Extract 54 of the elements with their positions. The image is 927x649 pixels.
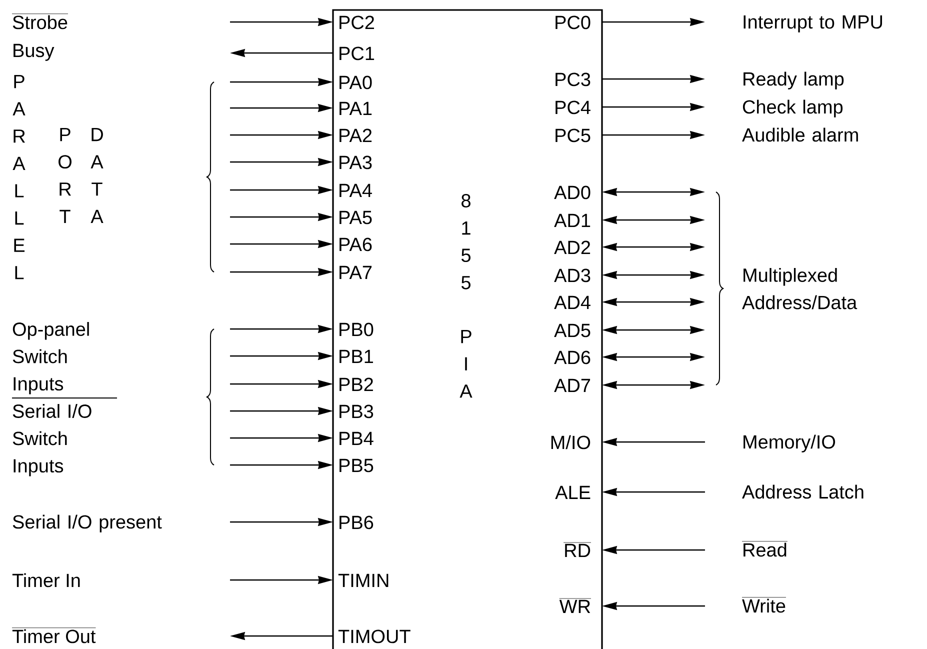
- pin-label: ALE: [555, 486, 590, 499]
- signal-label: Write: [742, 597, 786, 613]
- pin-label: PC2: [340, 16, 374, 30]
- pin-label: PC3: [556, 72, 590, 86]
- pin-label: AD1: [554, 214, 590, 227]
- signal-label: Serial I/O Switch Inputs: [12, 404, 92, 476]
- pin-label: PC4: [556, 100, 590, 114]
- pin-label: PA7: [340, 266, 372, 279]
- signal-label: Read: [742, 541, 788, 557]
- pin-label: PA2: [340, 128, 372, 142]
- pin-label: PB0: [340, 322, 374, 336]
- vertical-label: PORT: [58, 128, 72, 223]
- pin-label: TIMIN: [338, 574, 388, 587]
- pin-label: PB6: [340, 516, 374, 530]
- pin-label: PB5: [340, 458, 374, 472]
- pin-label: WR: [559, 598, 592, 613]
- pin-label: PC5: [556, 128, 590, 142]
- signal-label: Address Latch: [742, 484, 864, 499]
- pin-label: PA0: [340, 76, 372, 90]
- pin-label: PA4: [340, 184, 372, 197]
- pin-label: PB4: [340, 432, 374, 445]
- pin-label: PC0: [556, 16, 590, 30]
- signal-label: Memory/IO: [744, 434, 836, 452]
- signal-label: Busy: [14, 44, 54, 61]
- vertical-label: DATA: [90, 128, 104, 223]
- vertical-label: PARALLEL: [12, 75, 26, 280]
- pin-label: PB1: [340, 350, 373, 363]
- pin-label: PA1: [340, 102, 372, 115]
- signal-label: Timer In: [12, 573, 80, 588]
- pin-label: AD0: [554, 186, 590, 200]
- signal-label: Timer Out: [12, 628, 96, 644]
- pin-label: PC1: [340, 46, 374, 60]
- signal-label: Ready lamp: [744, 72, 844, 90]
- pin-label: PA3: [340, 156, 372, 170]
- signal-label: Op-panel Switch Inputs: [12, 322, 89, 394]
- signal-label: Serial I/O present: [12, 514, 162, 532]
- pin-label: AD4: [554, 296, 590, 309]
- pin-label: AD3: [554, 268, 590, 282]
- signal-label: Audible alarm: [742, 128, 858, 142]
- pin-label: PB2: [340, 378, 373, 391]
- pin-label: PB3: [340, 404, 374, 418]
- signal-label: Check lamp: [742, 100, 843, 118]
- signal-label: Strobe: [12, 14, 68, 30]
- signal-label: Multiplexed Address/Data: [742, 268, 858, 310]
- pin-label: TIMOUT: [338, 630, 410, 644]
- pin-label: AD5: [554, 324, 590, 338]
- pin-label: RD: [563, 542, 592, 557]
- pin-label: AD7: [554, 378, 590, 392]
- pin-label: M/IO: [551, 435, 590, 450]
- pin-label: AD2: [554, 240, 590, 254]
- pin-label: PA6: [340, 238, 372, 252]
- pin-label: AD6: [554, 350, 590, 364]
- pin-label: PA5: [340, 210, 372, 224]
- signal-label: Interrupt to MPU: [744, 15, 882, 32]
